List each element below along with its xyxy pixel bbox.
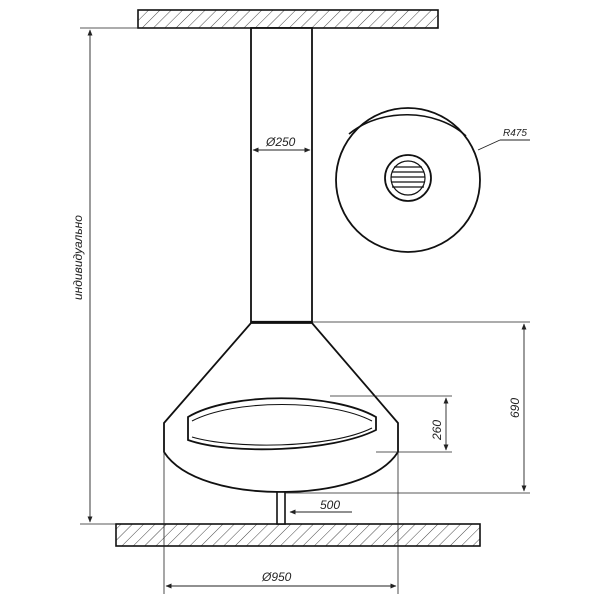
hood-height-label: 690 [508,398,522,418]
firebox-inner-line [191,403,373,446]
radius-leader [477,139,501,151]
chimney-pipe [250,27,313,323]
flue-inner-circle [390,160,426,196]
firebox-height-label: 260 [430,420,444,441]
flue-outer-circle [384,154,432,202]
floor-plate [115,523,481,547]
top-view-inner-arc [348,113,467,137]
overall-diameter-label: Ø950 [261,570,292,584]
pipe-diameter-label: Ø250 [265,135,296,149]
fireplace-body [163,322,399,493]
firebox-opening [187,397,377,451]
ceiling-plate [137,9,439,29]
overall-height-label: индивидуально [71,215,85,300]
base-stand [276,491,286,525]
radius-label: R475 [503,128,527,139]
flue-grill [391,166,425,188]
base-width-label: 500 [320,498,340,512]
